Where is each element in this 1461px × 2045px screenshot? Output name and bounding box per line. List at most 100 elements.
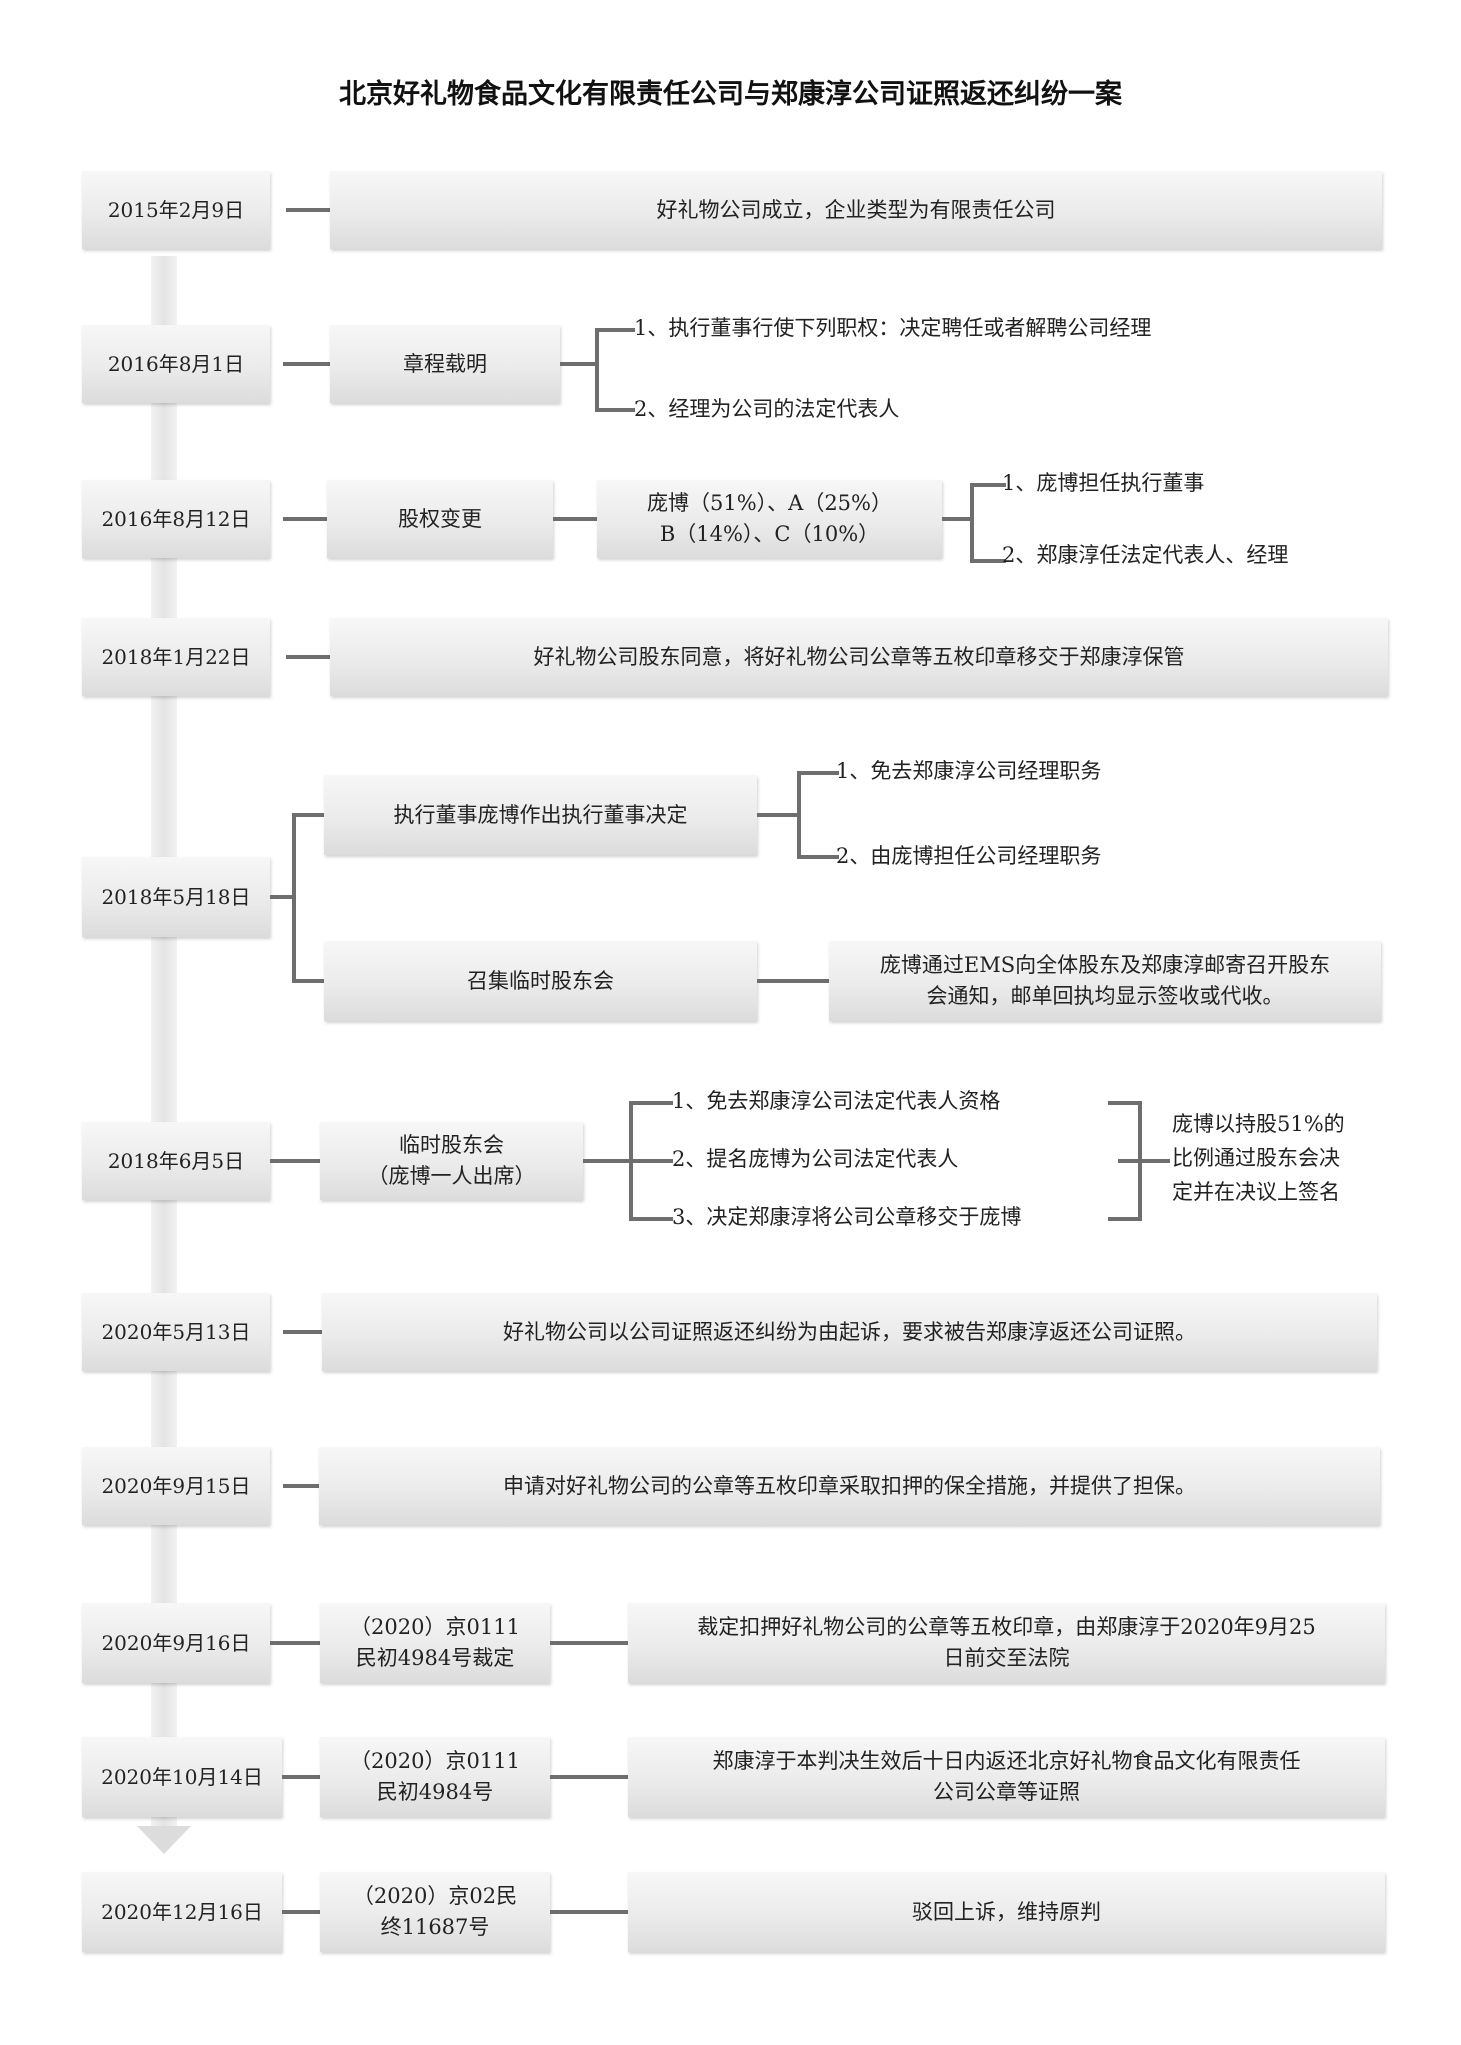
content-text: 好礼物公司以公司证照返还纠纷为由起诉，要求被告郑康淳返还公司证照。 bbox=[503, 1319, 1196, 1344]
label-text: 执行董事庞博作出执行董事决定 bbox=[393, 802, 688, 827]
event-date: 2020年9月16日 bbox=[82, 1603, 270, 1683]
connector bbox=[270, 1641, 320, 1645]
connector bbox=[595, 408, 635, 412]
result-line: 会通知，邮单回执均显示签收或代收。 bbox=[926, 984, 1284, 1008]
date-label: 2020年10月14日 bbox=[101, 1764, 263, 1789]
label-text: 股权变更 bbox=[398, 506, 482, 531]
date-label: 2020年5月13日 bbox=[101, 1319, 251, 1344]
shareholding-line: 庞博（51%）、A（25%） bbox=[646, 491, 893, 515]
connector bbox=[286, 655, 330, 659]
connector bbox=[292, 813, 324, 817]
list-item: 1、庞博担任执行董事 bbox=[1002, 471, 1205, 495]
content-text: 申请对好礼物公司的公章等五枚印章采取扣押的保全措施，并提供了担保。 bbox=[503, 1473, 1196, 1498]
list-item: 2、由庞博担任公司经理职务 bbox=[836, 844, 1102, 868]
label-line: 民初4984号 bbox=[376, 1780, 494, 1804]
connector bbox=[942, 517, 972, 521]
label-line: 终11687号 bbox=[380, 1915, 490, 1939]
shareholding-box: 庞博（51%）、A（25%） B（14%）、C（10%） bbox=[597, 480, 942, 558]
event-date: 2016年8月12日 bbox=[82, 480, 270, 558]
shareholding-line: B（14%）、C（10%） bbox=[659, 522, 880, 546]
content-text: 驳回上诉，维持原判 bbox=[912, 1899, 1101, 1924]
list-item: 1、免去郑康淳公司经理职务 bbox=[836, 759, 1102, 783]
case-label: （2020）京0111 民初4984号 bbox=[320, 1737, 550, 1817]
connector bbox=[757, 813, 799, 817]
connector bbox=[970, 559, 1006, 563]
date-label: 2016年8月1日 bbox=[107, 351, 245, 376]
connector bbox=[270, 1159, 320, 1163]
event-content: 申请对好礼物公司的公章等五枚印章采取扣押的保全措施，并提供了担保。 bbox=[319, 1447, 1380, 1525]
label-line: （2020）京0111 bbox=[350, 1615, 520, 1639]
content-line: 公司公章等证照 bbox=[933, 1780, 1080, 1804]
date-label: 2018年6月5日 bbox=[107, 1148, 245, 1173]
list-item: 2、提名庞博为公司法定代表人 bbox=[672, 1147, 959, 1171]
connector bbox=[560, 362, 597, 366]
event-content: 好礼物公司以公司证照返还纠纷为由起诉，要求被告郑康淳返还公司证照。 bbox=[322, 1293, 1377, 1371]
branch-label: 召集临时股东会 bbox=[324, 941, 757, 1021]
list-item: 1、执行董事行使下列职权：决定聘任或者解聘公司经理 bbox=[634, 316, 1152, 340]
event-date: 2020年12月16日 bbox=[82, 1872, 282, 1952]
event-content: 驳回上诉，维持原判 bbox=[628, 1872, 1385, 1952]
connector bbox=[550, 1775, 628, 1779]
connector bbox=[595, 328, 635, 332]
date-label: 2020年9月16日 bbox=[101, 1630, 251, 1655]
label-line: （庞博一人出席） bbox=[367, 1164, 536, 1188]
connector bbox=[629, 1101, 673, 1105]
connector bbox=[1108, 1217, 1142, 1221]
connector bbox=[286, 208, 330, 212]
connector bbox=[282, 1910, 320, 1914]
connector bbox=[797, 855, 839, 859]
event-date: 2015年2月9日 bbox=[82, 171, 270, 249]
case-label: （2020）京0111 民初4984号裁定 bbox=[320, 1603, 550, 1683]
connector bbox=[282, 1775, 320, 1779]
connector bbox=[283, 1330, 322, 1334]
list-item: 3、决定郑康淳将公司公章移交于庞博 bbox=[672, 1205, 1022, 1229]
date-label: 2018年5月18日 bbox=[101, 884, 251, 909]
connector bbox=[629, 1159, 673, 1163]
event-date: 2020年10月14日 bbox=[82, 1737, 282, 1817]
event-date: 2020年9月15日 bbox=[82, 1447, 270, 1525]
label-line: 临时股东会 bbox=[399, 1133, 504, 1157]
result-box: 庞博通过EMS向全体股东及郑康淳邮寄召开股东 会通知，邮单回执均显示签收或代收。 bbox=[829, 941, 1381, 1021]
list-item: 1、免去郑康淳公司法定代表人资格 bbox=[672, 1089, 1001, 1113]
connector bbox=[757, 979, 829, 983]
connector bbox=[283, 517, 327, 521]
bracket bbox=[970, 483, 974, 563]
bracket bbox=[292, 813, 296, 983]
connector bbox=[292, 979, 324, 983]
event-date: 2018年1月22日 bbox=[82, 618, 270, 696]
connector bbox=[1118, 1159, 1170, 1163]
label-line: 民初4984号裁定 bbox=[355, 1646, 515, 1670]
date-label: 2020年9月15日 bbox=[101, 1473, 251, 1498]
content-text: 好礼物公司股东同意，将好礼物公司公章等五枚印章移交于郑康淳保管 bbox=[533, 644, 1185, 669]
content-line: 裁定扣押好礼物公司的公章等五枚印章，由郑康淳于2020年9月25 bbox=[697, 1615, 1316, 1639]
date-label: 2020年12月16日 bbox=[101, 1899, 263, 1924]
connector bbox=[553, 517, 597, 521]
event-date: 2016年8月1日 bbox=[82, 325, 270, 403]
connector bbox=[970, 483, 1006, 487]
content-line: 日前交至法院 bbox=[943, 1646, 1070, 1670]
date-label: 2018年1月22日 bbox=[101, 644, 251, 669]
label-line: （2020）京02民 bbox=[352, 1884, 518, 1908]
connector bbox=[550, 1910, 628, 1914]
page-title: 北京好礼物食品文化有限责任公司与郑康淳公司证照返还纠纷一案 bbox=[339, 79, 1122, 110]
connector bbox=[550, 1641, 628, 1645]
list-item: 2、经理为公司的法定代表人 bbox=[634, 397, 900, 421]
event-date: 2020年5月13日 bbox=[82, 1293, 270, 1371]
event-content: 郑康淳于本判决生效后十日内返还北京好礼物食品文化有限责任 公司公章等证照 bbox=[628, 1737, 1385, 1817]
branch-label: 执行董事庞博作出执行董事决定 bbox=[324, 775, 757, 855]
timeline-arrow-icon bbox=[137, 1826, 191, 1854]
content-line: 郑康淳于本判决生效后十日内返还北京好礼物食品文化有限责任 bbox=[712, 1749, 1301, 1773]
label-line: （2020）京0111 bbox=[350, 1749, 520, 1773]
event-label: 临时股东会 （庞博一人出席） bbox=[320, 1122, 583, 1200]
event-content: 裁定扣押好礼物公司的公章等五枚印章，由郑康淳于2020年9月25 日前交至法院 bbox=[628, 1603, 1385, 1683]
event-content: 好礼物公司股东同意，将好礼物公司公章等五枚印章移交于郑康淳保管 bbox=[330, 618, 1388, 696]
result-line: 定并在决议上签名 bbox=[1172, 1180, 1340, 1204]
event-label: 章程载明 bbox=[330, 325, 560, 403]
connector bbox=[283, 1484, 319, 1488]
result-line: 比例通过股东会决 bbox=[1172, 1146, 1340, 1170]
connector bbox=[583, 1159, 631, 1163]
event-label: 股权变更 bbox=[327, 480, 553, 558]
label-text: 章程载明 bbox=[403, 351, 487, 376]
connector bbox=[283, 362, 330, 366]
result-line: 庞博以持股51%的 bbox=[1172, 1112, 1345, 1136]
